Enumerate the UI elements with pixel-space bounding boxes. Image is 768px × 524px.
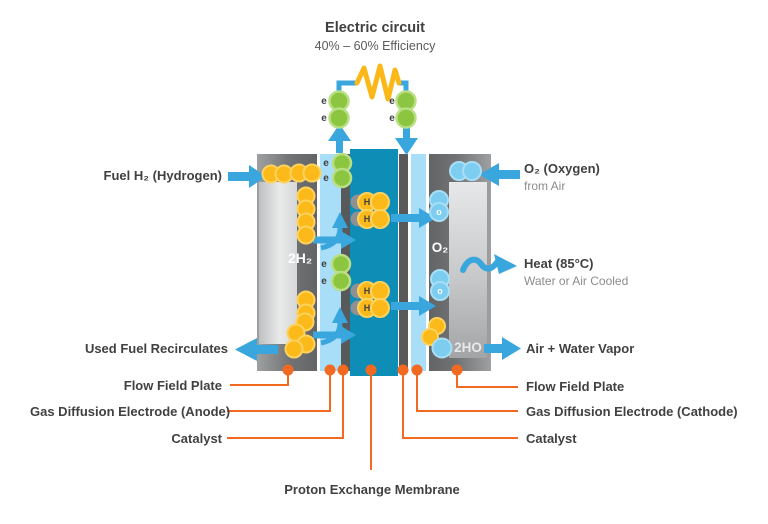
used-fuel-arrow-icon [235, 338, 278, 361]
electron-label: e [321, 96, 327, 107]
heat-wave-arrow-icon [460, 254, 517, 274]
flow-field-plate-right-channel [449, 182, 487, 358]
air-water-vapor-label: Air + Water Vapor [526, 341, 635, 356]
electron-pair [395, 90, 417, 129]
gde-anode-label: Gas Diffusion Electrode (Anode) [30, 404, 231, 419]
oxygen-atom-label: o [437, 286, 443, 296]
oxygen-in-arrow-icon [479, 163, 520, 186]
electron-label: e [323, 173, 329, 184]
diagram-title: Electric circuit [325, 20, 425, 36]
electron-label: e [321, 259, 327, 270]
electron-pair [330, 253, 352, 292]
oxygen-sublabel: from Air [524, 179, 566, 193]
proton-exit-arrows [391, 208, 436, 316]
electron-label: e [389, 113, 395, 124]
oxygen-atom-label: o [436, 207, 442, 217]
heat-label: Heat (85°C) [524, 256, 594, 271]
leader-dots [282, 364, 463, 376]
flow-field-plate-left-channel [259, 182, 297, 344]
electron-pair [331, 152, 353, 189]
gas-diffusion-electrode-cathode [411, 154, 426, 371]
diagram-subtitle: 40% – 60% Efficiency [314, 39, 436, 53]
o2-cell-label: O₂ [431, 240, 449, 255]
hydrogen-label: H [364, 197, 371, 207]
electron-pair [328, 90, 350, 129]
air-water-arrow-icon [484, 337, 521, 360]
electron-label: e [323, 158, 329, 169]
anode-flow-arrows [313, 212, 356, 346]
hydrogen-label: H [364, 214, 371, 224]
proton-exchange-membrane-layer [350, 149, 398, 376]
water-cell-label: 2HO [454, 340, 482, 355]
electron-label: e [389, 96, 395, 107]
fuel-in-arrow-icon [228, 165, 266, 188]
gde-cathode-label: Gas Diffusion Electrode (Cathode) [526, 404, 738, 419]
catalyst-left-label: Catalyst [171, 431, 222, 446]
used-fuel-label: Used Fuel Recirculates [84, 341, 228, 356]
resistor-zigzag-icon [354, 63, 402, 102]
electron-label: e [321, 113, 327, 124]
oxygen-label: O₂ (Oxygen) [524, 161, 600, 176]
proton-exchange-membrane-label: Proton Exchange Membrane [284, 482, 460, 497]
h2-molecules [261, 163, 322, 359]
electron-down-arrow-icon [395, 124, 418, 155]
fuel-hydrogen-label: Fuel H₂ (Hydrogen) [103, 168, 222, 183]
electron-label: e [321, 276, 327, 287]
water-molecule [421, 317, 453, 359]
h2-cell-label: 2H₂ [287, 250, 313, 266]
leader-lines [227, 370, 518, 470]
flow-field-plate-left-label: Flow Field Plate [123, 378, 222, 393]
catalyst-cathode-layer [399, 154, 408, 371]
hydrogen-label: H [364, 286, 371, 296]
o2-molecules [429, 161, 482, 301]
flow-field-plate-right-label: Flow Field Plate [526, 379, 625, 394]
electron-up-arrow-icon [328, 124, 351, 153]
proton-rows [350, 192, 390, 318]
heat-sublabel: Water or Air Cooled [524, 274, 629, 288]
hydrogen-label: H [364, 303, 371, 313]
catalyst-right-label: Catalyst [526, 431, 577, 446]
